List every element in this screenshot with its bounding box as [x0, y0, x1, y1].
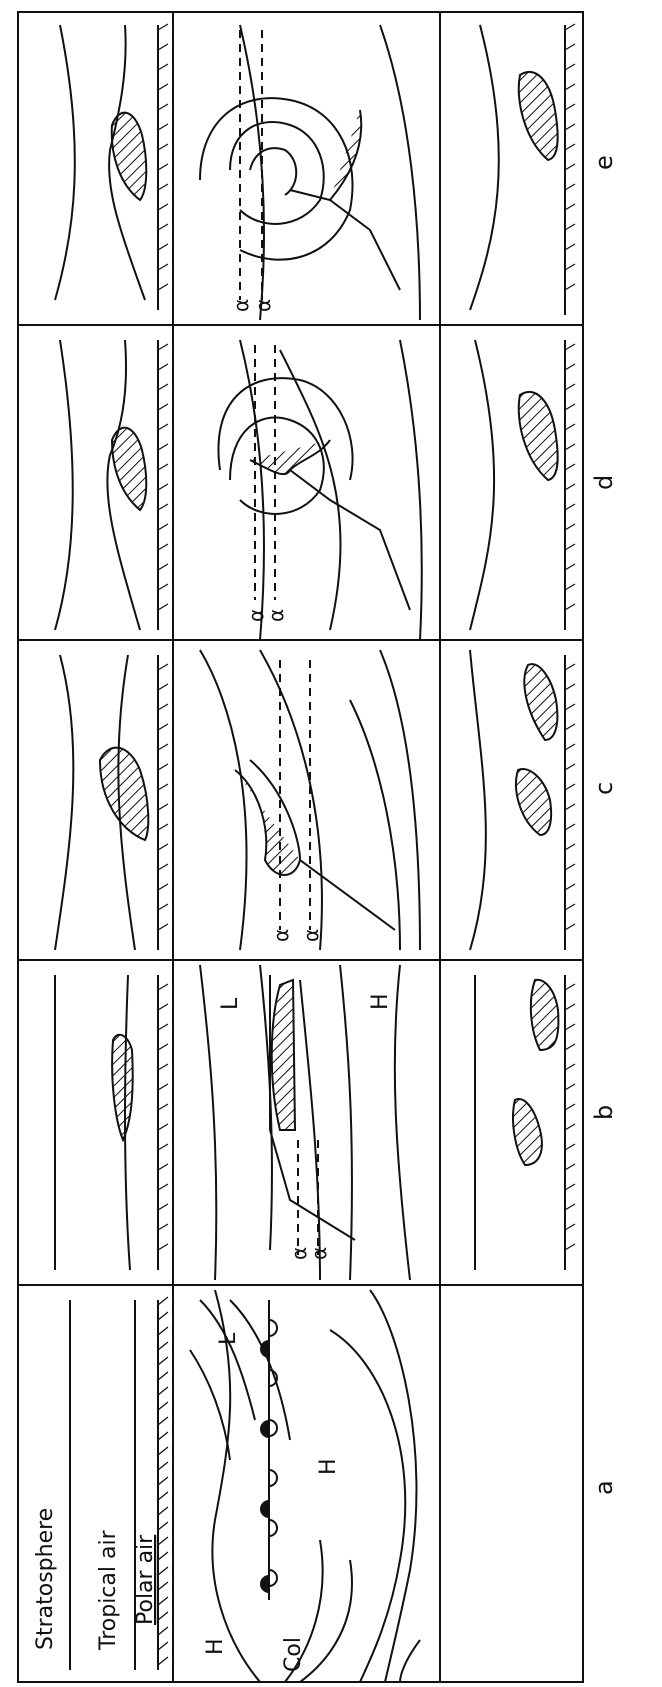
stage-c-upper-section [470, 650, 565, 950]
isobar-alpha-d-2: α [264, 609, 288, 622]
label-stratosphere: Stratosphere [33, 1508, 58, 1650]
panel-grid [18, 12, 583, 1682]
stage-e-upper-section [470, 25, 565, 315]
stage-label-b: b [590, 1105, 618, 1120]
stage-e-vertical-section [55, 25, 158, 310]
stage-b-upper-section [475, 975, 565, 1270]
label-high-a-2: H [203, 1638, 228, 1655]
stage-label-c: c [590, 782, 618, 795]
stage-b-vertical-section [55, 975, 158, 1270]
stage-a-warm-front-bumps [260, 1340, 269, 1593]
label-high-b: H [368, 993, 393, 1010]
isobar-alpha-e-2: α [251, 299, 275, 312]
isobar-alpha-c-2: α [299, 929, 323, 942]
stage-d-surface-map [218, 340, 421, 640]
label-tropical-air: Tropical air [96, 1529, 121, 1651]
stage-d-upper-section [470, 340, 565, 630]
stage-d-vertical-section [55, 340, 158, 630]
label-col: Col [281, 1637, 306, 1672]
label-low-a: L [216, 1332, 241, 1345]
stage-e-surface-map [200, 25, 420, 320]
label-low-b: L [218, 997, 243, 1010]
stage-b-surface-map [200, 965, 410, 1280]
isobar-alpha-b-2: α [307, 1247, 331, 1260]
stage-a-surface-map [190, 1290, 420, 1682]
isobar-alpha-c-1: α [269, 929, 293, 942]
stage-c-vertical-section [55, 655, 158, 950]
stage-label-d: d [590, 475, 618, 490]
label-polar-air: Polar air [133, 1534, 158, 1625]
stage-label-a: a [590, 1480, 618, 1495]
stage-c-surface-map [200, 650, 420, 950]
label-high-a-1: H [316, 1458, 341, 1475]
ground-hatching [158, 24, 575, 1250]
stage-label-e: e [590, 155, 618, 170]
isobar-alpha-e-1: α [229, 299, 253, 312]
